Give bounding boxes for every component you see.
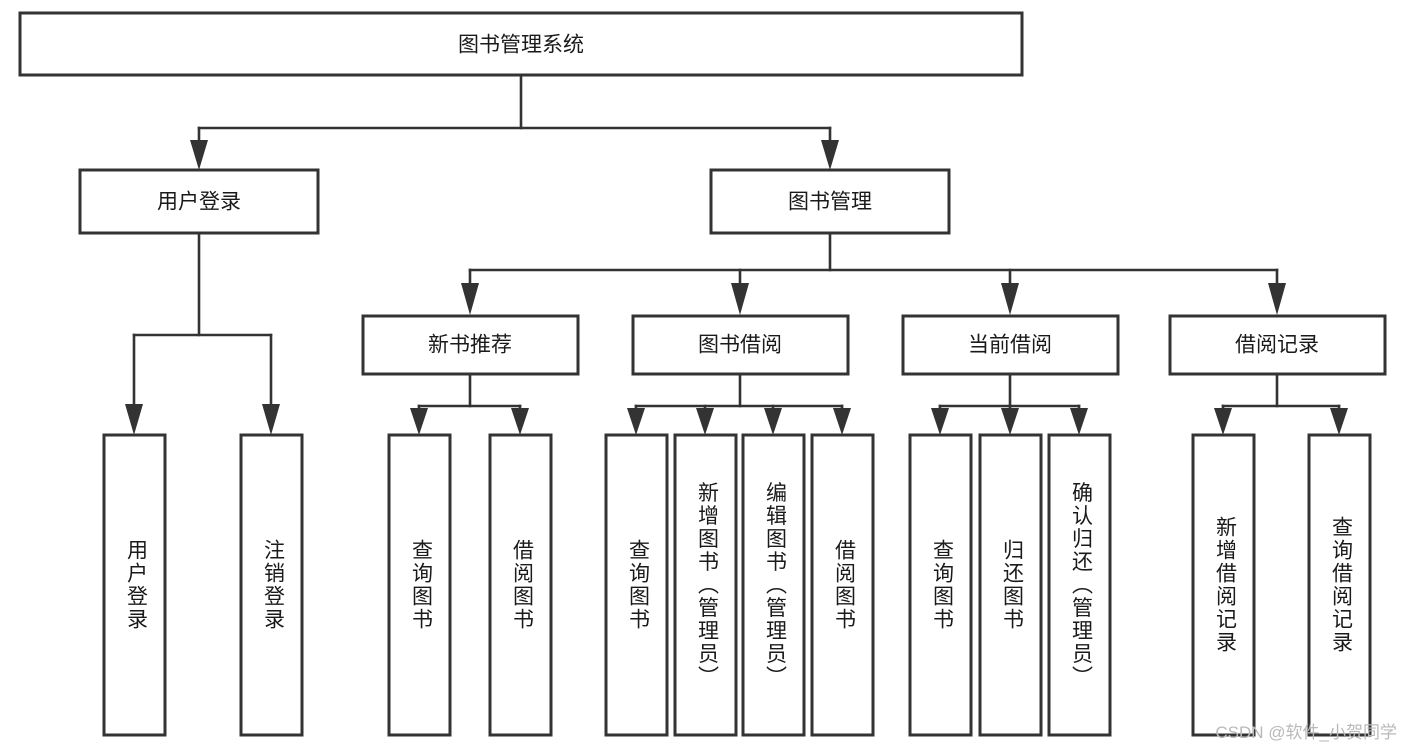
node-current-borrow-box[interactable] [901,314,1120,376]
node-leaf-add-record-label: 新增借阅记录 [1213,516,1237,654]
arrow-to-current-borrow [1001,283,1019,315]
edge-layer [125,74,1348,435]
arrow-to-leaf-user-login [125,404,143,435]
node-new-book-rec-box[interactable] [361,314,580,376]
node-leaf-query-book-1-label: 查询图书 [409,539,433,631]
node-book-manage[interactable]: 图书管理 [709,168,951,235]
node-root[interactable]: 图书管理系统 [18,11,1024,77]
arrow-to-leaf-query-book-2 [627,408,645,435]
node-leaf-add-record-box[interactable] [1191,433,1256,737]
node-leaf-query-record-box[interactable] [1307,433,1372,737]
arrow-to-leaf-query-book-1 [410,408,428,435]
node-layer: 图书管理系统 用户登录 图书管理 新书推荐 图书借阅 [18,11,1387,737]
arrow-to-leaf-confirm-return [1070,408,1088,435]
arrow-to-leaf-edit-book [764,408,782,435]
arrow-to-leaf-borrow-book-1 [511,408,529,435]
node-user-login[interactable]: 用户登录 [78,168,320,235]
node-leaf-borrow-book-1-box[interactable] [488,433,553,737]
node-leaf-user-login-label: 用户登录 [124,539,148,631]
node-leaf-borrow-book-2[interactable]: 借阅图书 [810,433,875,737]
node-leaf-confirm-return-label: 确认归还（管理员） [1069,482,1093,689]
node-leaf-return-book[interactable]: 归还图书 [978,433,1043,737]
node-leaf-query-book-2[interactable]: 查询图书 [604,433,669,737]
node-leaf-edit-book-box[interactable] [741,433,806,737]
arrow-to-leaf-add-book [696,408,714,435]
node-leaf-query-book-3-label: 查询图书 [930,539,954,631]
node-root-label: 图书管理系统 [458,34,584,57]
arrow-to-leaf-query-book-3 [931,408,949,435]
node-leaf-confirm-return[interactable]: 确认归还（管理员） [1047,433,1112,737]
node-book-manage-box[interactable] [709,168,951,235]
node-leaf-add-book-box[interactable] [673,433,738,737]
node-leaf-query-book-3[interactable]: 查询图书 [908,433,973,737]
node-leaf-query-book-1-box[interactable] [387,433,452,737]
node-book-manage-label: 图书管理 [788,191,872,214]
node-leaf-user-logout-label: 注销登录 [261,539,285,631]
csdn-watermark: CSDN @软件_小贺同学 [1215,723,1397,742]
node-leaf-borrow-book-1-label: 借阅图书 [510,539,534,631]
node-root-box[interactable] [18,11,1024,77]
node-user-login-box[interactable] [78,168,320,235]
arrow-to-borrow-record [1268,283,1286,315]
node-current-borrow-label: 当前借阅 [968,334,1052,357]
node-leaf-borrow-book-2-label: 借阅图书 [832,539,856,631]
node-current-borrow[interactable]: 当前借阅 [901,314,1120,376]
node-leaf-query-book-1[interactable]: 查询图书 [387,433,452,737]
arrow-to-user-login [190,140,208,170]
node-leaf-borrow-book-2-box[interactable] [810,433,875,737]
node-book-borrow-box[interactable] [631,314,850,376]
node-book-borrow[interactable]: 图书借阅 [631,314,850,376]
arrow-to-new-book-rec [461,283,479,315]
arrow-to-leaf-user-logout [262,404,280,435]
arrow-to-leaf-add-record [1214,408,1232,435]
node-leaf-add-book-label: 新增图书（管理员） [695,482,719,689]
arrow-to-leaf-borrow-book-2 [833,408,851,435]
node-leaf-query-record-label: 查询借阅记录 [1329,516,1353,654]
arrow-to-leaf-return-book [1001,408,1019,435]
node-leaf-user-logout-box[interactable] [239,433,304,737]
node-leaf-query-book-2-box[interactable] [604,433,669,737]
node-leaf-edit-book[interactable]: 编辑图书（管理员） [741,433,806,737]
node-new-book-rec[interactable]: 新书推荐 [361,314,580,376]
node-leaf-query-record[interactable]: 查询借阅记录 [1307,433,1372,737]
node-new-book-rec-label: 新书推荐 [428,334,512,357]
node-borrow-record-label: 借阅记录 [1235,334,1319,357]
node-user-login-label: 用户登录 [157,191,241,214]
arrow-to-book-manage [821,140,839,170]
node-leaf-user-logout[interactable]: 注销登录 [239,433,304,737]
node-borrow-record-box[interactable] [1168,314,1387,376]
node-leaf-add-record[interactable]: 新增借阅记录 [1191,433,1256,737]
node-leaf-borrow-book-1[interactable]: 借阅图书 [488,433,553,737]
node-leaf-user-login-box[interactable] [102,433,167,737]
arrow-to-leaf-query-record [1330,408,1348,435]
node-leaf-query-book-2-label: 查询图书 [626,539,650,631]
node-book-borrow-label: 图书借阅 [698,334,782,357]
node-leaf-query-book-3-box[interactable] [908,433,973,737]
node-borrow-record[interactable]: 借阅记录 [1168,314,1387,376]
node-leaf-add-book[interactable]: 新增图书（管理员） [673,433,738,737]
arrow-to-book-borrow [731,283,749,315]
node-leaf-confirm-return-box[interactable] [1047,433,1112,737]
node-leaf-edit-book-label: 编辑图书（管理员） [763,482,787,689]
node-leaf-return-book-box[interactable] [978,433,1043,737]
node-leaf-user-login[interactable]: 用户登录 [102,433,167,737]
node-leaf-return-book-label: 归还图书 [1000,539,1024,631]
